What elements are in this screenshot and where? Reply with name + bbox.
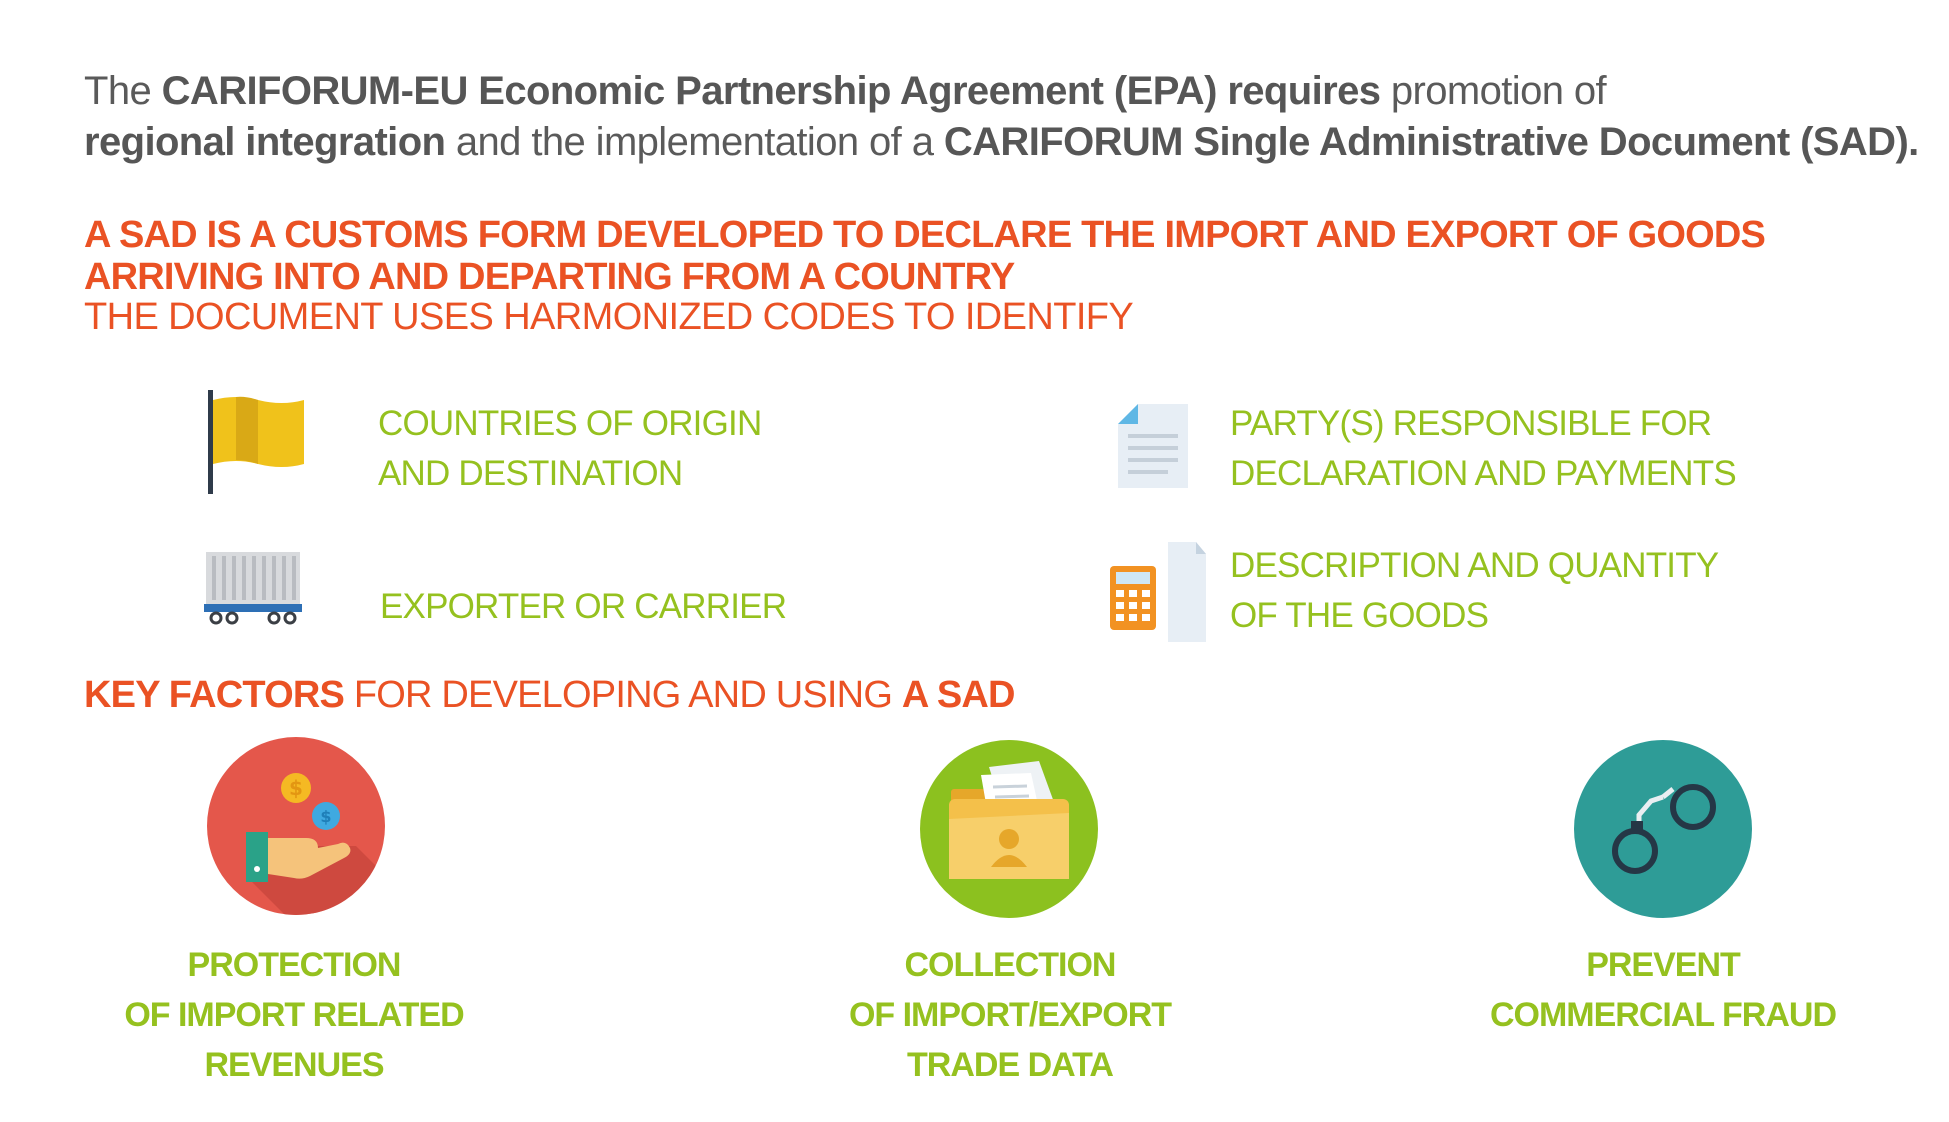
item-party: PARTY(S) RESPONSIBLE FOR DECLARATION AND…	[1230, 399, 1737, 499]
svg-text:$: $	[320, 807, 331, 826]
key-factors-middle: FOR DEVELOPING AND USING	[344, 674, 902, 716]
factor-protection-line-1: PROTECTION	[187, 946, 402, 984]
headline-line-1: A SAD IS A CUSTOMS FORM DEVELOPED TO DEC…	[84, 214, 1766, 256]
truck-container-icon	[204, 552, 302, 625]
sad-subheading: THE DOCUMENT USES HARMONIZED CODES TO ID…	[84, 296, 1134, 338]
item-description-line-2: OF THE GOODS	[1230, 596, 1489, 635]
factor-prevent-line-1: PREVENT	[1586, 946, 1741, 984]
key-factors-strong-1: KEY FACTORS	[84, 674, 345, 716]
item-party-line-2: DECLARATION AND PAYMENTS	[1230, 454, 1737, 493]
intro-bold-3: CARIFORUM Single Administrative Document…	[943, 120, 1919, 164]
key-factors-heading: KEY FACTORS FOR DEVELOPING AND USING A S…	[84, 672, 1015, 718]
intro-bold-2: regional integration	[84, 120, 446, 164]
item-description: DESCRIPTION AND QUANTITY OF THE GOODS	[1230, 541, 1719, 641]
intro-text-1: The	[84, 69, 162, 113]
item-description-line-1: DESCRIPTION AND QUANTITY	[1230, 546, 1719, 585]
hand-coins-icon: $ $	[207, 737, 385, 915]
item-countries: COUNTRIES OF ORIGIN AND DESTINATION	[378, 399, 762, 499]
headline-line-2: ARRIVING INTO AND DEPARTING FROM A COUNT…	[84, 256, 1015, 298]
handcuffs-icon	[1574, 740, 1752, 918]
factor-prevent-line-2: COMMERCIAL FRAUD	[1489, 996, 1837, 1034]
item-exporter-line-1: EXPORTER OR CARRIER	[380, 587, 787, 626]
item-countries-line-2: AND DESTINATION	[378, 454, 683, 493]
svg-text:$: $	[289, 776, 303, 800]
intro-bold-1: CARIFORUM-EU Economic Partnership Agreem…	[161, 69, 1381, 113]
sad-definition-headline: A SAD IS A CUSTOMS FORM DEVELOPED TO DEC…	[84, 214, 1924, 298]
intro-text-2: promotion of	[1380, 69, 1607, 113]
factor-collection-line-3: TRADE DATA	[907, 1046, 1114, 1084]
document-icon	[1118, 404, 1188, 488]
factor-collection: COLLECTION OF IMPORT/EXPORT TRADE DATA	[750, 940, 1270, 1090]
item-party-line-1: PARTY(S) RESPONSIBLE FOR	[1230, 404, 1712, 443]
intro-paragraph: The CARIFORUM-EU Economic Partnership Ag…	[84, 66, 1924, 168]
key-factors-strong-2: A SAD	[901, 674, 1016, 716]
factor-protection-line-3: REVENUES	[204, 1046, 384, 1084]
factor-protection: PROTECTION OF IMPORT RELATED REVENUES	[34, 940, 554, 1090]
factor-collection-line-2: OF IMPORT/EXPORT	[848, 996, 1172, 1034]
item-countries-line-1: COUNTRIES OF ORIGIN	[378, 404, 762, 443]
flag-icon	[208, 390, 304, 494]
factor-protection-line-2: OF IMPORT RELATED	[124, 996, 464, 1034]
intro-text-3: and the implementation of a	[445, 120, 944, 164]
factor-prevent: PREVENT COMMERCIAL FRAUD	[1403, 940, 1923, 1040]
factor-collection-line-1: COLLECTION	[904, 946, 1117, 984]
calculator-icon	[1110, 542, 1206, 642]
item-exporter: EXPORTER OR CARRIER	[380, 582, 787, 632]
folder-documents-icon	[920, 740, 1098, 918]
